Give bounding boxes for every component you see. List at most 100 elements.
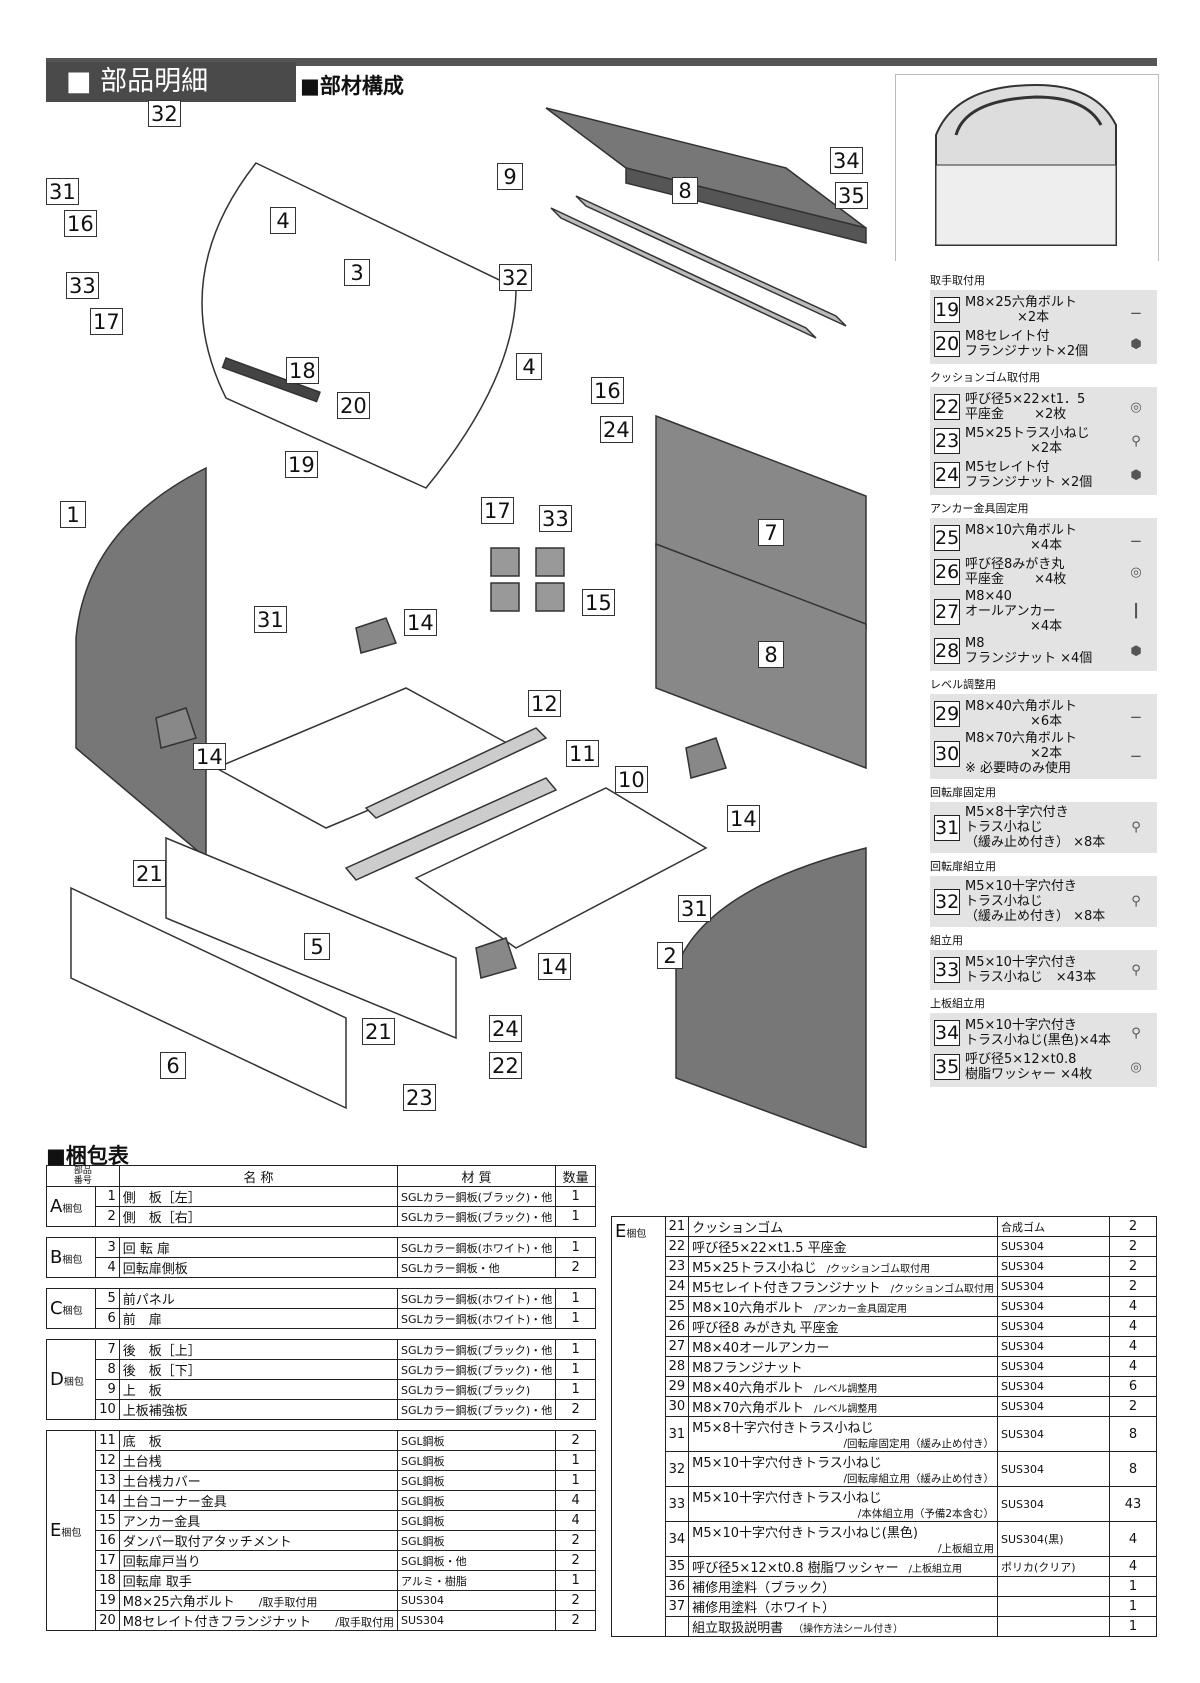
- part-quantity: 2: [555, 1550, 596, 1571]
- part-quantity: 2: [1109, 1256, 1157, 1277]
- fastener-number: 31: [934, 814, 960, 841]
- part-note: /レベル調整用: [814, 1384, 878, 1395]
- fastener-number: 24: [934, 462, 960, 488]
- fastener-number: 20: [934, 331, 960, 357]
- part-name: M5セレイト付きフランジナット: [692, 1281, 881, 1296]
- part-name: M8×10六角ボルト: [692, 1301, 805, 1316]
- part-name-cell: 後 板［下］: [118, 1359, 399, 1380]
- part-quantity: 2: [555, 1610, 596, 1631]
- part-material: SUS304: [997, 1396, 1110, 1417]
- part-name: M5×25トラス小ねじ: [692, 1261, 817, 1276]
- part-name: 呼び径5×12×t0.8 樹脂ワッシャー: [692, 1561, 899, 1576]
- part-material: SUS304: [997, 1376, 1110, 1397]
- part-name-cell: 回転扉戸当り: [118, 1550, 399, 1571]
- header-part-number: 部品 番号: [46, 1165, 120, 1187]
- callout-34: 34: [830, 147, 863, 174]
- fastener-description: M8×25六角ボルト ×2本: [965, 295, 1077, 325]
- part-number: 15: [95, 1510, 120, 1531]
- washer-icon: ◎: [1130, 399, 1142, 415]
- fastener-number: 34: [934, 1020, 960, 1046]
- fastener-number: 30: [934, 740, 960, 767]
- part-name: M5×8十字穴付きトラス小ねじ: [692, 1421, 874, 1436]
- fastener-description: M8 フランジナット ×4個: [965, 636, 1093, 666]
- package-label: E梱包: [45, 1430, 97, 1631]
- part-number: 33: [664, 1486, 690, 1522]
- callout-11: 10: [615, 766, 648, 793]
- fastener-number: 19: [934, 297, 960, 323]
- callout-21b: 21: [362, 1018, 395, 1045]
- part-note: /上板組立用: [908, 1564, 963, 1575]
- part-quantity: 1: [555, 1339, 596, 1360]
- callout-9: 8: [672, 177, 698, 204]
- part-name: 前パネル: [122, 1293, 175, 1308]
- part-note: /上板組立用: [937, 1543, 994, 1555]
- part-name: M8×40オールアンカー: [692, 1341, 830, 1356]
- part-material: SGLカラー鋼板(ブラック)・他: [396, 1186, 557, 1207]
- callout-20: 20: [337, 392, 370, 419]
- fastener-group-title: レベル調整用: [930, 678, 996, 691]
- header-material: 材 質: [396, 1165, 557, 1187]
- washer-icon: ◎: [1130, 564, 1142, 580]
- part-material: [997, 1596, 1110, 1617]
- package-suffix: 梱包: [62, 1255, 83, 1266]
- part-material: SGL鋼板: [396, 1430, 557, 1451]
- part-name: M5×10十字穴付きトラス小ねじ: [692, 1491, 882, 1506]
- part-material: 合成ゴム: [997, 1216, 1110, 1237]
- part-number: 22: [664, 1236, 690, 1257]
- part-number: 24: [664, 1276, 690, 1297]
- callout-10: 9: [497, 163, 523, 190]
- group-spacer: [47, 1420, 596, 1431]
- part-name: 土台コーナー金具: [122, 1495, 227, 1510]
- part-name: 回 転 扉: [122, 1242, 171, 1257]
- fastener-number: 29: [934, 701, 960, 727]
- part-quantity: 1: [555, 1470, 596, 1491]
- part-name-cell: 上 板: [118, 1379, 399, 1400]
- callout-23: 23: [403, 1084, 436, 1111]
- part-name-cell: 側 板［右］: [118, 1206, 399, 1227]
- exploded-diagram: [70, 107, 867, 1148]
- part-quantity: 1: [1109, 1596, 1157, 1617]
- part-note: /アンカー金具固定用: [814, 1304, 908, 1315]
- part-number: 5: [95, 1288, 120, 1309]
- part-name-cell: 補修用塗料（ホワイト）: [688, 1596, 998, 1617]
- part-quantity: 1: [555, 1450, 596, 1471]
- fastener-number: 32: [934, 888, 960, 915]
- part-name-cell: M5×8十字穴付きトラス小ねじ/回転扉固定用（緩み止め付き）: [688, 1416, 998, 1452]
- part-note: /回転扉固定用（緩み止め付き）: [843, 1438, 994, 1450]
- fastener-description: 呼び径5×12×t0.8 樹脂ワッシャー ×4枚: [965, 1052, 1093, 1082]
- part-number: 31: [664, 1416, 690, 1452]
- part-name: 土台桟: [122, 1455, 162, 1470]
- callout-35: 35: [835, 182, 868, 209]
- part-material: SUS304: [997, 1486, 1110, 1522]
- package-suffix: 梱包: [62, 1204, 83, 1215]
- part-number: 32: [664, 1451, 690, 1487]
- fastener-description: M5×8十字穴付き トラス小ねじ （緩み止め付き） ×8本: [965, 805, 1106, 850]
- callout-32b: 32: [499, 264, 532, 291]
- part-number: 21: [664, 1216, 690, 1237]
- part-number: 26: [664, 1316, 690, 1337]
- callout-14b: 14: [193, 743, 226, 770]
- package-letter: E: [615, 1221, 627, 1242]
- part-name-cell: 後 板［上］: [118, 1339, 399, 1360]
- part-quantity: 1: [555, 1570, 596, 1591]
